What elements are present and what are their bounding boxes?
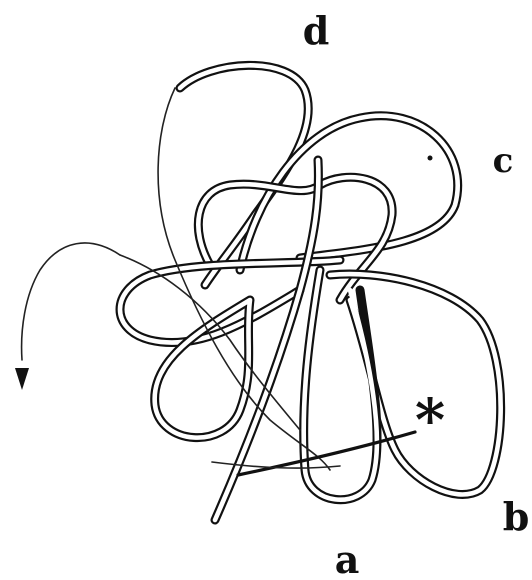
label-c: c	[493, 141, 514, 181]
rope-loop-c	[240, 116, 458, 270]
label-d: d	[303, 8, 330, 53]
label-a: a	[335, 537, 360, 580]
label-star: *	[415, 386, 445, 454]
dot-marker	[428, 156, 433, 161]
rope-inner-loop	[198, 177, 392, 300]
arrowhead-icon	[15, 368, 29, 390]
thin-strand	[15, 88, 330, 470]
label-b: b	[503, 494, 530, 539]
